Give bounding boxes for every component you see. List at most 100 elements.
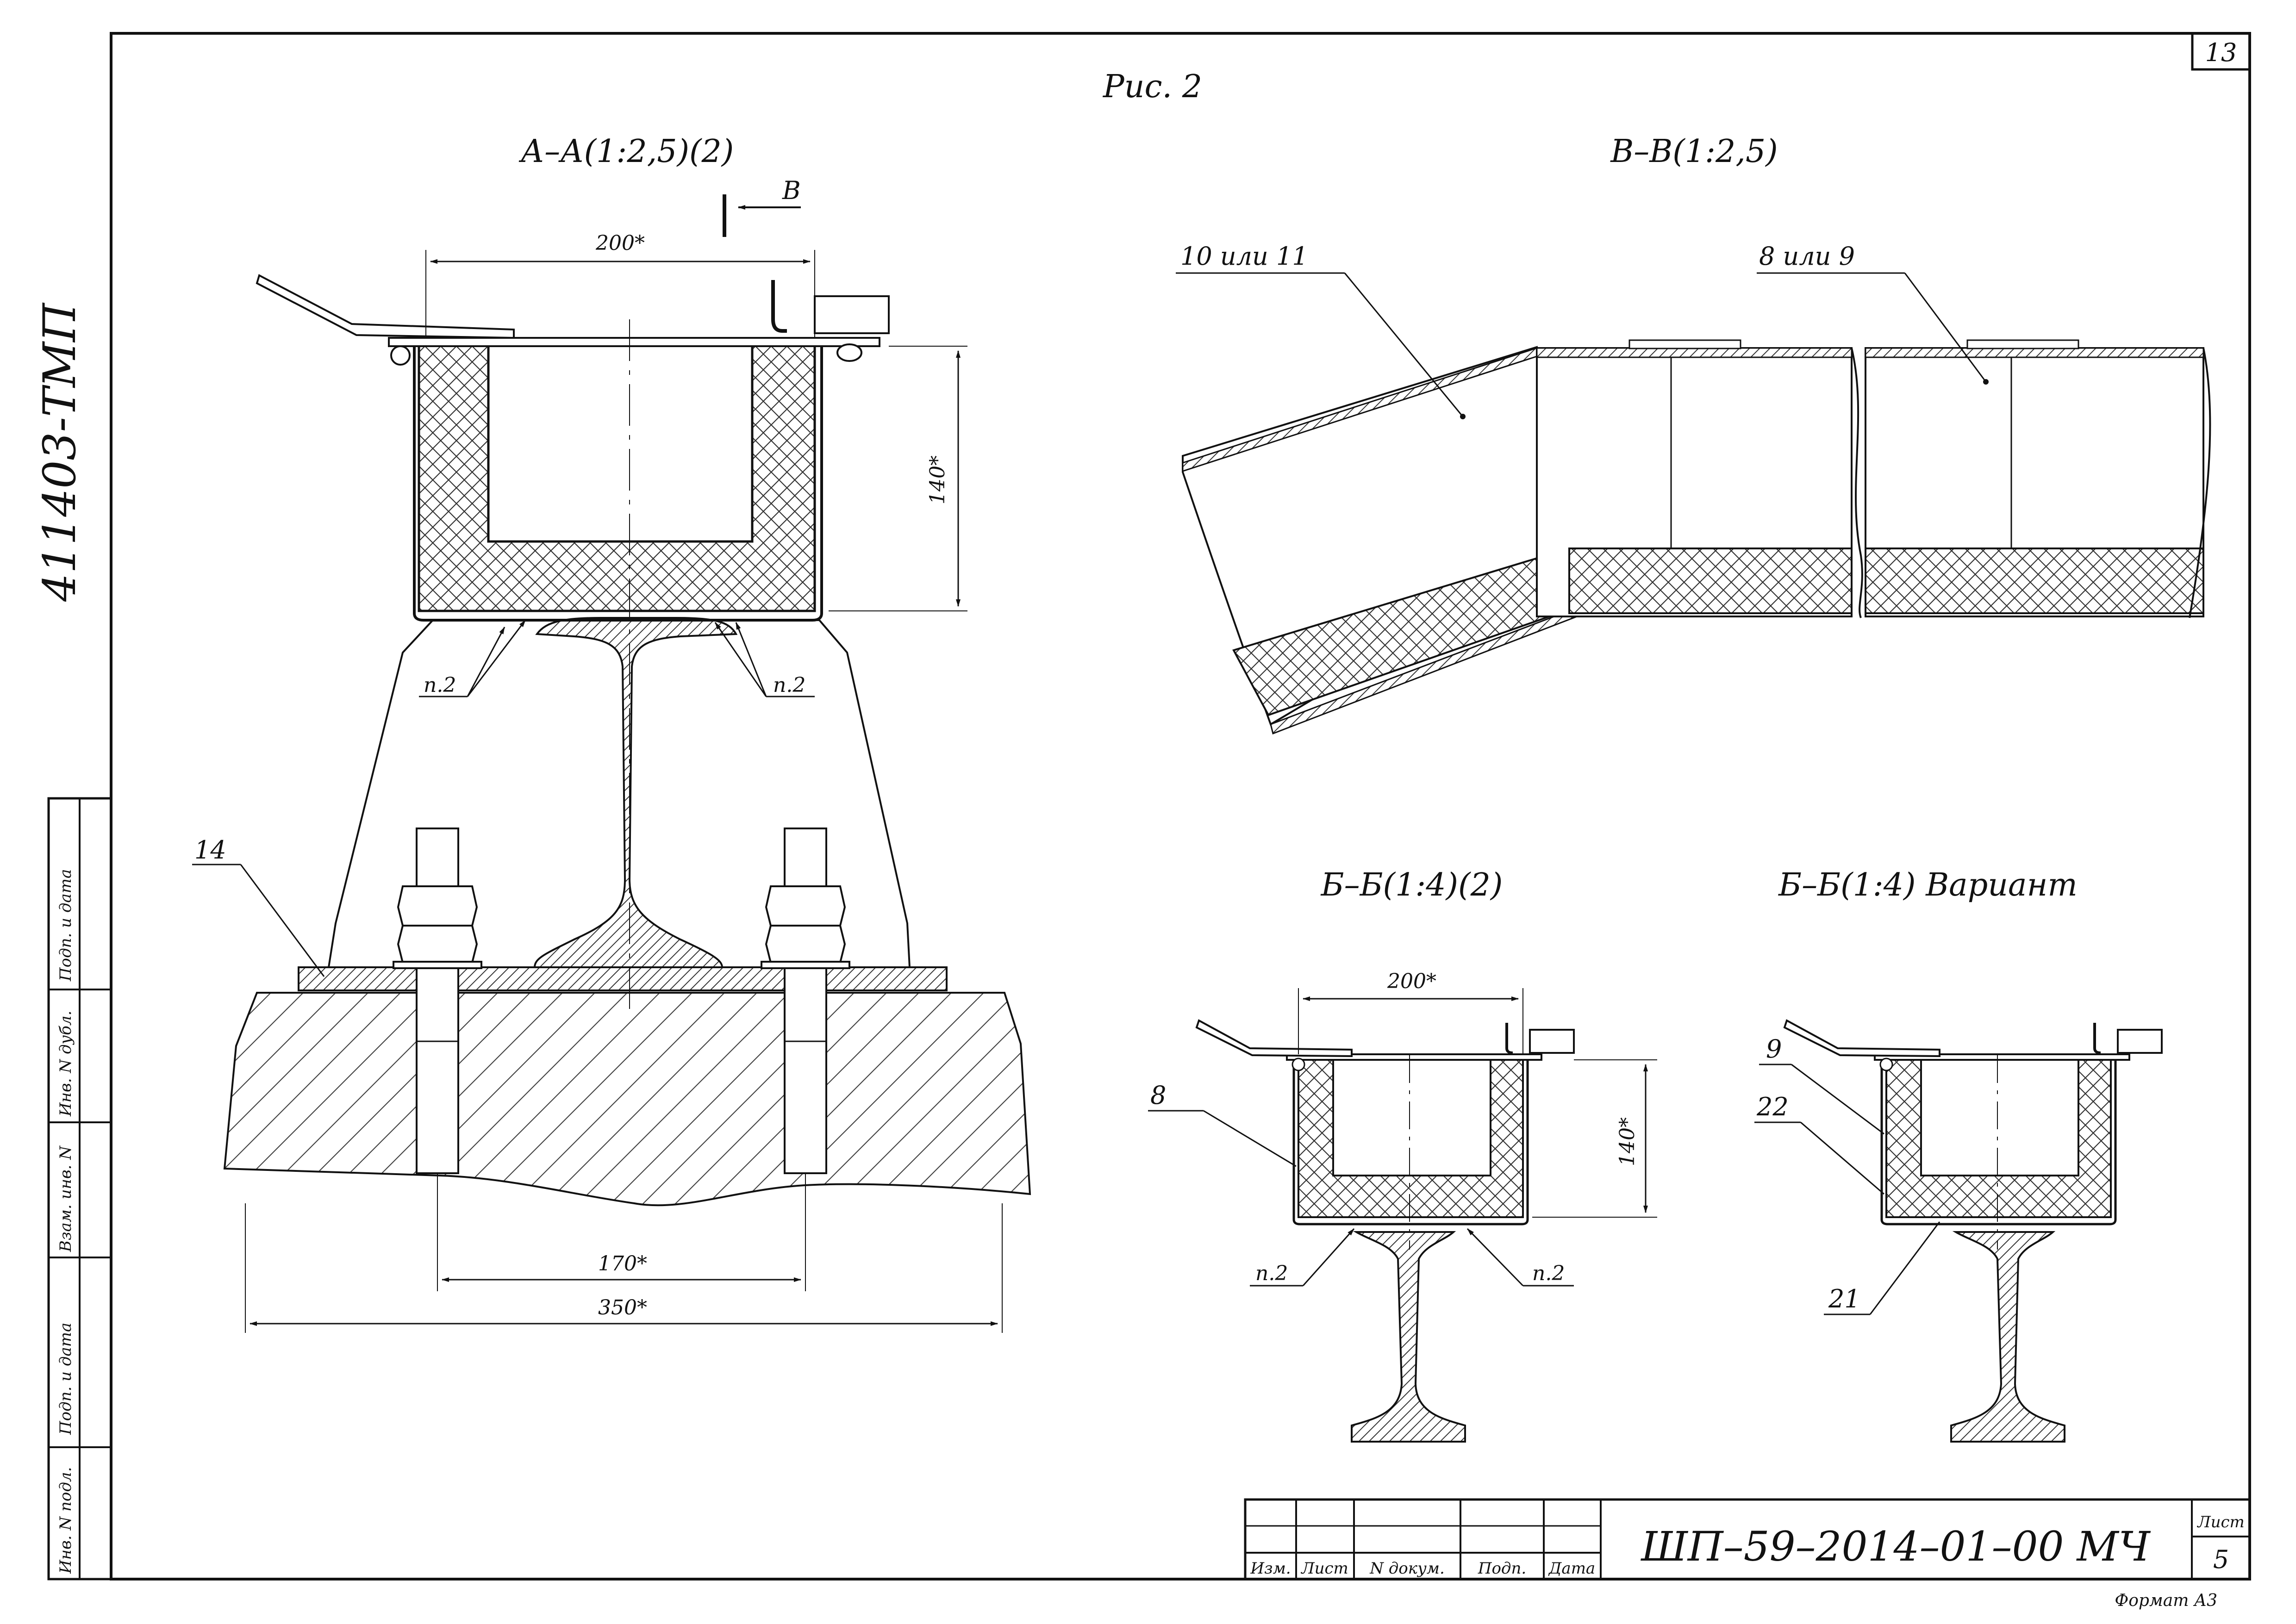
view-bb: Б–Б(1:4)(2) 200* 140* (1148, 867, 1657, 1443)
page-number: 13 (2205, 38, 2237, 67)
aa-box-shell (413, 340, 823, 622)
aa-dim-height-text: 140* (926, 455, 949, 504)
vv-break-line (1851, 348, 1863, 618)
format-label: Формат А3 (2115, 1591, 2217, 1610)
side-code: 411403-ТМП (34, 302, 86, 602)
bbv-hinge (1879, 1058, 1893, 1071)
bb-box-insulation (1298, 1059, 1524, 1218)
vv-pos-8-9: 8 или 9 (1759, 242, 1855, 271)
aa-leader-p2-right: п.2 (714, 622, 815, 697)
aa-box-insulation (418, 341, 816, 612)
aa-latch-block (814, 295, 890, 334)
bb-latch-block (1529, 1029, 1575, 1054)
section-mark-top-label: В (782, 176, 801, 205)
aa-concrete-base (223, 992, 1031, 1207)
vv-straight-insulation-1 (1568, 548, 1853, 614)
bb-p2-right-text: п.2 (1532, 1262, 1565, 1285)
aa-dim-width-text: 200* (595, 231, 645, 255)
bb-dim-width: 200* (1298, 970, 1523, 1054)
tb-ndokum: N докум. (1369, 1559, 1445, 1578)
bb-latch-hook (1505, 1023, 1513, 1054)
bbv-lid-handle (1783, 1019, 1940, 1058)
aa-leader-14: 14 (192, 835, 325, 977)
tb-list: Лист (1300, 1559, 1348, 1578)
bb-title: Б–Б(1:4)(2) (1320, 867, 1503, 903)
aa-dim-bolts-text: 170* (598, 1252, 647, 1276)
vv-inclined-duct (1182, 346, 1568, 726)
document-code: ШП–59–2014–01–00 МЧ (1640, 1523, 2151, 1570)
aa-bolt-left (393, 828, 482, 1174)
bb-p2-left-text: п.2 (1255, 1262, 1288, 1285)
bbv-latch-hook (2093, 1023, 2101, 1054)
bbv-leader-22: 22 (1754, 1092, 1884, 1195)
page-number-box: 13 (2191, 32, 2251, 71)
aa-title: А–А(1:2,5)(2) (519, 133, 734, 170)
vv-leader-10-11: 10 или 11 (1176, 242, 1466, 419)
aa-leader-p2-left: п.2 (419, 620, 526, 697)
tb-izm: Изм. (1250, 1559, 1291, 1578)
vv-straight-top-shell-1 (1536, 347, 1853, 358)
figure-title: Рис. 2 (1102, 68, 1202, 105)
bb-dim-height: 140* (1532, 1059, 1657, 1218)
aa-bolt-right (761, 828, 850, 1174)
aa-p2-left-text: п.2 (424, 673, 456, 697)
vv-cap-1 (1628, 339, 1741, 349)
section-mark-top: В (723, 176, 801, 237)
bb-dim-height-text: 140* (1616, 1117, 1639, 1166)
aa-lid (388, 337, 880, 347)
bb-leader-8: 8 (1148, 1081, 1297, 1167)
bb-hinge (1292, 1058, 1305, 1071)
aa-dim-bolts: 170* (437, 1173, 806, 1291)
bb-dim-width-text: 200* (1387, 970, 1436, 993)
vv-straight-insulation-2 (1865, 548, 2204, 614)
vv-leader-8-9: 8 или 9 (1757, 242, 1989, 385)
vv-pos-10-11: 10 или 11 (1180, 242, 1308, 271)
aa-dim-base: 350* (245, 1203, 1003, 1333)
vv-end-break (2189, 348, 2211, 618)
bb-pos-8: 8 (1150, 1081, 1166, 1110)
title-block: Изм. Лист N докум. Подп. Дата ШП–59–2014… (1244, 1498, 2251, 1580)
aa-base-plate (298, 966, 948, 991)
aa-latch-hook (771, 280, 787, 333)
view-bb-variant: Б–Б(1:4) Вариант 9 22 21 (1754, 867, 2163, 1443)
aa-support-bracket (327, 619, 911, 968)
bbv-latch-block (2117, 1029, 2163, 1054)
vv-cap-2 (1966, 339, 2079, 349)
bb-leader-p2-right: п.2 (1466, 1228, 1574, 1287)
tb-data: Дата (1548, 1559, 1595, 1578)
tb-sheet-no: 5 (2213, 1545, 2229, 1574)
left-stamp: Инв. N подл. Подп. и дата Взам. инв. N И… (47, 797, 112, 1580)
stamp-inv-podl: Инв. N подл. (56, 1467, 75, 1574)
bbv-pos-22: 22 (1756, 1092, 1789, 1121)
bbv-leader-21: 21 (1824, 1221, 1940, 1315)
bb-box-shell (1292, 1058, 1529, 1226)
bb-variant-title: Б–Б(1:4) Вариант (1778, 867, 2078, 903)
bbv-box-insulation (1885, 1059, 2112, 1218)
bb-rail (1351, 1231, 1466, 1443)
stamp-podp-data-1: Подп. и дата (56, 1323, 75, 1435)
bbv-box-shell (1880, 1058, 2117, 1226)
bbv-pos-9: 9 (1766, 1034, 1782, 1064)
aa-latch-pin (836, 343, 862, 362)
bb-lid-handle (1195, 1019, 1353, 1058)
view-aa: А–А(1:2,5)(2) В В (192, 133, 1031, 1333)
stamp-vzam-inv: Взам. инв. N (56, 1145, 75, 1252)
bbv-rail (1950, 1231, 2065, 1443)
bbv-leader-9: 9 (1759, 1034, 1884, 1135)
stamp-inv-dubl: Инв. N дубл. (56, 1011, 75, 1117)
tb-sheet-label: Лист (2196, 1513, 2245, 1531)
aa-dim-height: 140* (829, 346, 967, 611)
bbv-pos-21: 21 (1828, 1284, 1860, 1313)
vv-title: В–В(1:2,5) (1610, 133, 1778, 170)
view-vv: В–В(1:2,5) 10 или 11 8 ил (1176, 133, 2211, 735)
stamp-podp-data-2: Подп. и дата (56, 869, 75, 982)
aa-dim-base-text: 350* (598, 1296, 647, 1319)
aa-lid-handle (256, 274, 515, 339)
aa-dim-width: 200* (425, 231, 815, 338)
aa-p2-right-text: п.2 (773, 673, 805, 697)
bb-leader-p2-left: п.2 (1250, 1228, 1355, 1287)
aa-hinge (390, 345, 411, 366)
vv-straight-top-shell-2 (1865, 347, 2204, 358)
aa-pos-14: 14 (194, 835, 226, 865)
